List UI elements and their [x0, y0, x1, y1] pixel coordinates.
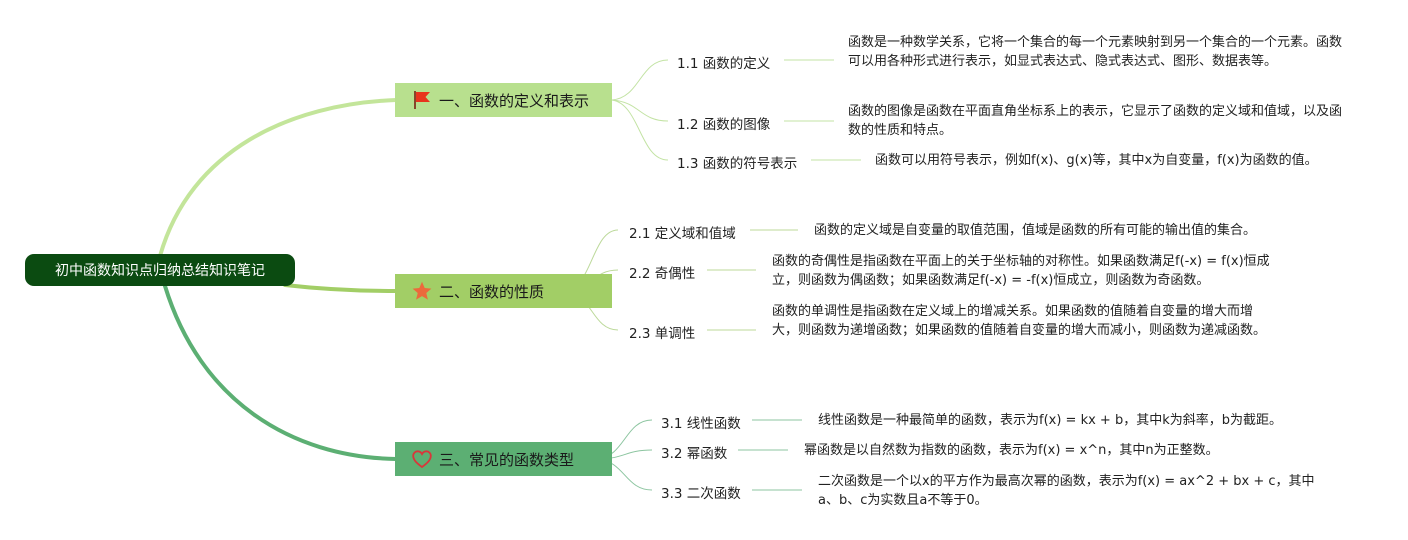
- connector-root-branch2: [283, 283, 398, 293]
- subtopic-1-2[interactable]: 1.2 函数的图像: [677, 117, 771, 133]
- description-2-2: 函数的奇偶性是指函数在平面上的关于坐标轴的对称性。如果函数满足f(-x) = f…: [772, 254, 1270, 288]
- heart-icon: [411, 448, 433, 470]
- branch-3-topic[interactable]: 三、常见的函数类型: [395, 442, 612, 476]
- connector-root-branch1: [158, 98, 398, 258]
- subtopic-1-1[interactable]: 1.1 函数的定义: [677, 56, 771, 72]
- description-1-3: 函数可以用符号表示，例如f(x)、g(x)等，其中x为自变量，f(x)为函数的值…: [875, 153, 1318, 168]
- description-1-1: 函数是一种数学关系，它将一个集合的每一个元素映射到另一个集合的一个元素。函数可以…: [848, 35, 1343, 69]
- star-icon: [411, 280, 433, 302]
- description-2-1: 函数的定义域是自变量的取值范围，值域是函数的所有可能的输出值的集合。: [814, 223, 1257, 238]
- subtopic-2-2[interactable]: 2.2 奇偶性: [629, 266, 696, 282]
- subtopic-3-1[interactable]: 3.1 线性函数: [661, 416, 741, 432]
- subtopic-2-1[interactable]: 2.1 定义域和值域: [629, 226, 736, 242]
- subtopic-3-2[interactable]: 3.2 幂函数: [661, 446, 728, 462]
- subtopic-3-3[interactable]: 3.3 二次函数: [661, 486, 741, 502]
- branch-1-topic[interactable]: 一、函数的定义和表示: [395, 83, 612, 117]
- branch1-sub-connectors: [611, 59, 861, 161]
- flag-icon: [411, 89, 433, 111]
- root-topic[interactable]: 初中函数知识点归纳总结知识笔记: [25, 254, 295, 286]
- description-3-1: 线性函数是一种最简单的函数，表示为f(x) = kx + b，其中k为斜率，b为…: [818, 413, 1282, 428]
- description-3-3: 二次函数是一个以x的平方作为最高次幂的函数，表示为f(x) = ax^2 + b…: [818, 474, 1315, 508]
- subtopic-2-3[interactable]: 2.3 单调性: [629, 326, 696, 342]
- connector-root-branch3: [163, 284, 398, 461]
- subtopic-1-3[interactable]: 1.3 函数的符号表示: [677, 156, 798, 172]
- description-1-2: 函数的图像是函数在平面直角坐标系上的表示，它显示了函数的定义域和值域，以及函数的…: [848, 104, 1343, 138]
- description-3-2: 幂函数是以自然数为指数的函数，表示为f(x) = x^n，其中n为正整数。: [804, 443, 1219, 458]
- branch-2-label: 二、函数的性质: [439, 282, 545, 301]
- branch-1-label: 一、函数的定义和表示: [439, 91, 590, 110]
- branch-2-topic[interactable]: 二、函数的性质: [395, 274, 612, 308]
- branch-3-label: 三、常见的函数类型: [439, 450, 575, 469]
- description-2-3: 函数的单调性是指函数在定义域上的增减关系。如果函数的值随着自变量的增大而增大，则…: [772, 304, 1267, 338]
